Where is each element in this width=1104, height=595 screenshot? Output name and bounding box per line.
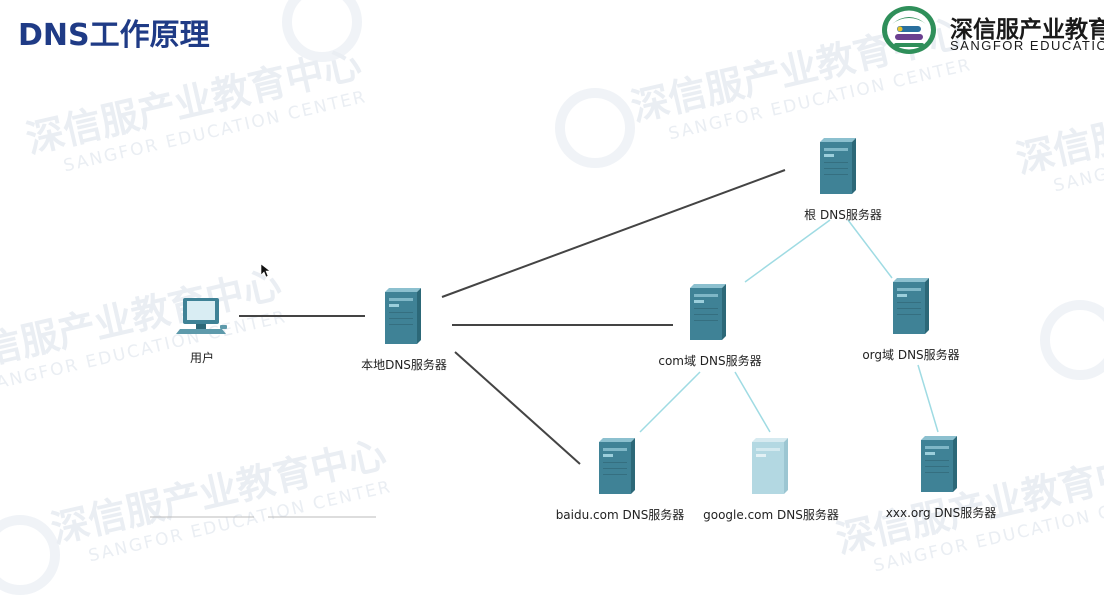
com-dns-server-icon (690, 284, 726, 340)
local-dns-server-icon (385, 288, 421, 344)
brand-name-en: SANGFOR EDUCATION (950, 38, 1104, 53)
mouse-cursor-icon (261, 264, 271, 278)
link-com-google (734, 371, 771, 433)
brand-name-cn: 深信服产业教育 (950, 17, 1104, 43)
link-local-root (441, 169, 786, 298)
link-root-org (847, 219, 893, 279)
link-local-baidu (454, 351, 581, 465)
user-computer-icon (176, 298, 227, 334)
org-dns-server-icon (893, 278, 929, 334)
baidu-dns-server-icon (599, 438, 635, 494)
link-root-com (744, 219, 831, 283)
sangfor-logo-icon (882, 6, 936, 54)
link-org-xxx (917, 364, 939, 433)
root-dns-server-icon (820, 138, 856, 194)
label-user: 用户 (189, 351, 215, 365)
label-local-dns: 本地DNS服务器 (361, 358, 447, 372)
label-root-dns: 根 DNS服务器 (804, 208, 882, 222)
label-xxx-dns: xxx.org DNS服务器 (885, 506, 997, 520)
label-org-dns: org域 DNS服务器 (862, 348, 960, 362)
page-title: DNS工作原理 (18, 18, 210, 53)
brand-header: 深信服产业教育 SANGFOR EDUCATION (880, 4, 1104, 60)
link-com-baidu (639, 371, 701, 433)
label-com-dns: com域 DNS服务器 (658, 354, 762, 368)
label-baidu-dns: baidu.com DNS服务器 (555, 508, 685, 522)
google-dns-server-icon (752, 438, 788, 494)
label-google-dns: google.com DNS服务器 (703, 508, 839, 522)
xxx-dns-server-icon (921, 436, 957, 492)
dns-diagram (150, 138, 957, 518)
